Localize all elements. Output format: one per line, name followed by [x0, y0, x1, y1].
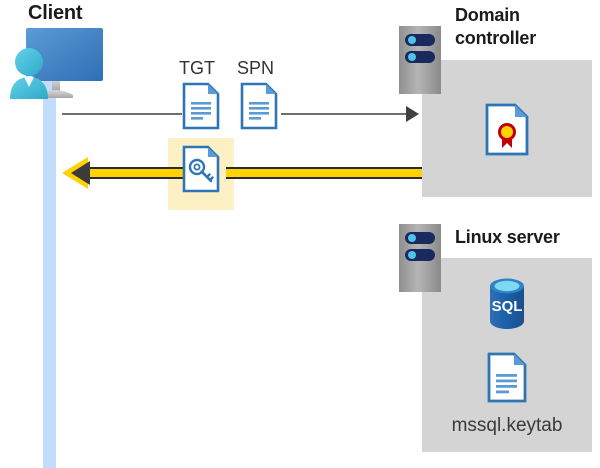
domain-controller-title: Domain controller	[455, 5, 537, 48]
tgt-label: TGT	[179, 58, 215, 78]
user-computer-icon	[6, 25, 106, 103]
request-arrow-segment-left	[62, 113, 182, 115]
linux-server-title: Linux server	[455, 227, 560, 247]
key-document-icon	[182, 145, 220, 193]
spn-label: SPN	[237, 58, 275, 78]
response-arrow-segment-right	[226, 167, 422, 179]
spn-document-icon	[240, 82, 278, 130]
request-arrowhead-icon	[406, 106, 419, 122]
certificate-document-icon	[485, 103, 529, 156]
sql-database-icon: SQL	[483, 277, 531, 330]
domain-controller-server-rack-icon	[399, 26, 441, 94]
tgt-document-icon	[182, 82, 220, 130]
client-lifeline	[43, 70, 56, 468]
response-arrow-segment-left	[80, 167, 186, 179]
response-arrowhead-inner-icon	[71, 161, 90, 185]
keytab-document-icon	[487, 352, 527, 403]
client-title: Client	[28, 2, 83, 24]
sql-label: SQL	[492, 298, 523, 315]
linux-server-rack-icon	[399, 224, 441, 292]
request-arrow-segment-right	[281, 113, 412, 115]
keytab-file-label: mssql.keytab	[451, 415, 563, 436]
